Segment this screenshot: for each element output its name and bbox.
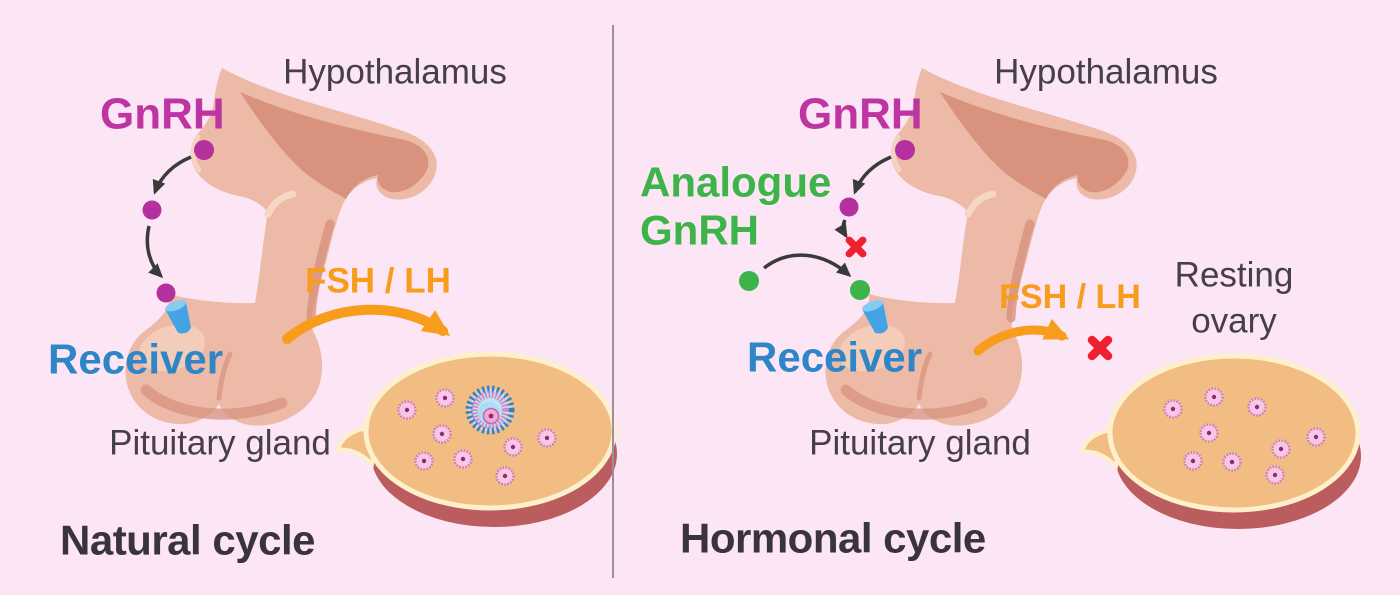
hypothalamus-label: Hypothalamus <box>283 52 507 92</box>
resting-ovary-label: Resting ovary <box>1174 255 1294 341</box>
gnrh-dot-icon <box>156 283 176 303</box>
analogue-flow <box>739 253 893 337</box>
gnrh-flow-left <box>142 140 214 337</box>
gnrh-flow-right <box>834 140 915 254</box>
analogue-gnrh-label: Analogue GnRH <box>640 158 832 254</box>
gnrh-dot-icon <box>895 140 915 160</box>
hormonal-cycle-title: Hormonal cycle <box>680 514 986 562</box>
receiver-label: Receiver <box>48 335 224 383</box>
resting-ovary-illustration <box>1082 356 1361 529</box>
blocked-x-icon <box>1092 340 1108 356</box>
panel-natural-cycle <box>126 68 617 527</box>
gnrh-dot-icon <box>839 197 859 217</box>
receiver-label: Receiver <box>747 333 923 381</box>
hypothalamus-label: Hypothalamus <box>994 52 1218 92</box>
gnrh-dot-icon <box>194 140 214 160</box>
gnrh-label: GnRH <box>798 89 923 139</box>
pituitary-gland-label: Pituitary gland <box>109 423 331 463</box>
gnrh-blocked-arrow-icon <box>834 219 848 239</box>
dominant-follicle-icon <box>469 389 511 431</box>
ovary-with-dominant-follicle <box>338 354 617 527</box>
fsh-lh-label: FSH / LH <box>305 261 451 301</box>
gnrh-dot-icon <box>142 200 162 220</box>
natural-cycle-title: Natural cycle <box>60 516 315 564</box>
ovary-icon <box>338 354 617 527</box>
panel-hormonal-cycle <box>739 68 1361 529</box>
blocked-x-icon <box>849 240 863 254</box>
gnrh-arrow-icon <box>852 155 892 195</box>
gnrh-arrow-icon <box>152 155 192 195</box>
gnrh-arrow-icon <box>145 225 164 279</box>
analogue-gnrh-dot-icon <box>739 271 759 291</box>
fsh-lh-arrow-icon <box>282 304 451 344</box>
analogue-arrow-icon <box>762 253 852 277</box>
pituitary-gland-label: Pituitary gland <box>809 423 1031 463</box>
analogue-gnrh-dot-icon <box>850 280 870 300</box>
panel-divider <box>612 25 614 578</box>
gnrh-label: GnRH <box>100 89 225 139</box>
fsh-lh-arrow-icon <box>973 318 1070 356</box>
fsh-lh-label: FSH / LH <box>999 277 1141 316</box>
